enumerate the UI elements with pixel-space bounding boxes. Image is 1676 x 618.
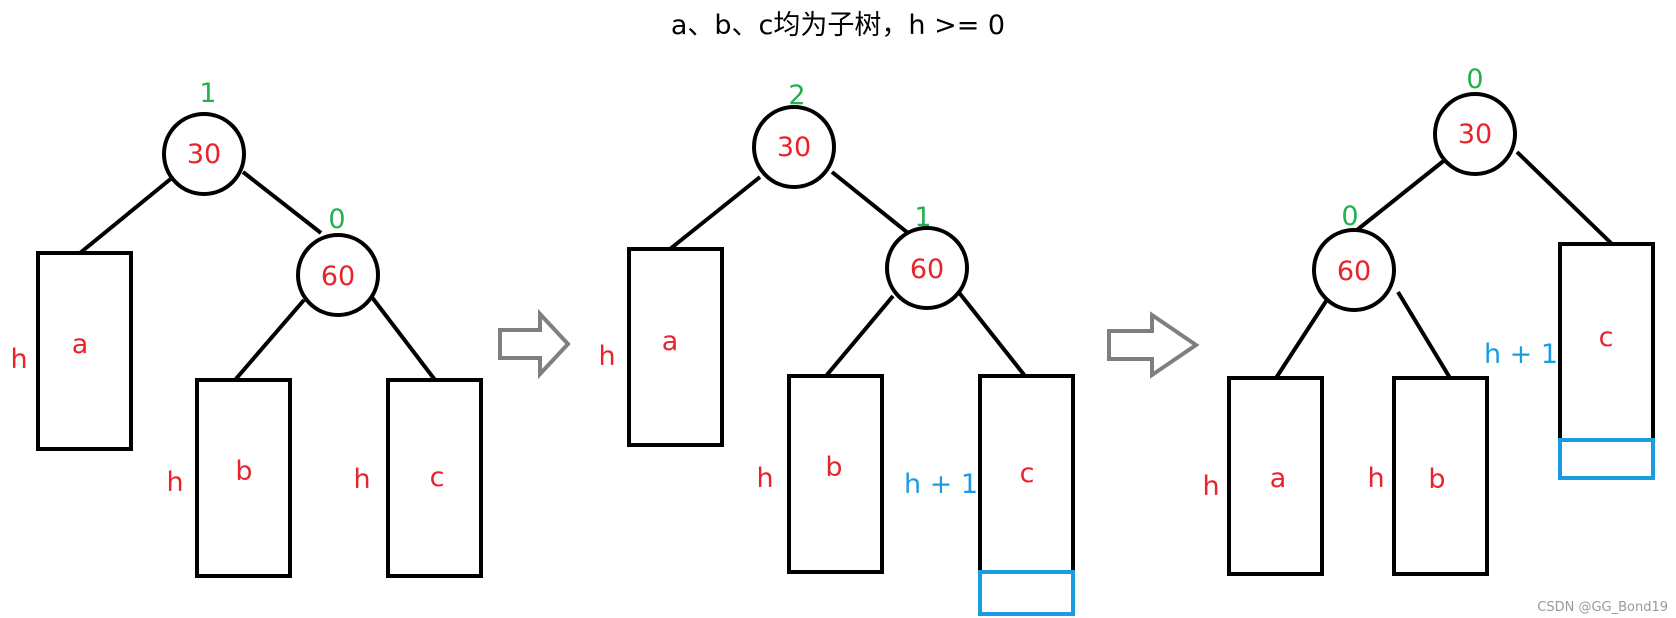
subtree-c-height: h + 1 [904, 469, 978, 500]
step1-tree: 30 60 1 0 a b c h h h [10, 78, 483, 578]
subtree-b-label: b [825, 452, 842, 483]
step2-tree: 30 60 2 1 a b c h h h + 1 [598, 80, 1075, 616]
edge-60-b [233, 298, 306, 382]
subtree-c-height: h + 1 [1484, 339, 1558, 370]
subtree-a-box [36, 251, 133, 451]
node-30 [1433, 92, 1517, 176]
subtree-c-box [386, 378, 483, 578]
subtree-a-label: a [662, 326, 679, 357]
subtree-b-label: b [1428, 464, 1445, 495]
node-30-balance-factor: 0 [1466, 64, 1483, 95]
subtree-c-label: c [1599, 322, 1614, 353]
edge-30-60 [241, 170, 323, 235]
subtree-b-box [1392, 376, 1489, 576]
node-60-balance-factor: 0 [1341, 201, 1358, 232]
node-30-label: 30 [187, 139, 221, 170]
subtree-a-box [1227, 376, 1324, 576]
node-30-balance-factor: 2 [788, 80, 805, 111]
subtree-b-height: h [756, 463, 773, 494]
subtree-b-box [787, 374, 884, 574]
diagram-title: a、b、c均为子树，h >= 0 [671, 10, 1005, 41]
subtree-c-label: c [1020, 458, 1035, 489]
subtree-c-height: h [353, 464, 370, 495]
node-30 [162, 112, 246, 196]
subtree-c-height-increase [1558, 438, 1655, 480]
subtree-c-height-increase [978, 570, 1075, 616]
subtree-a-height: h [10, 344, 27, 375]
subtree-a-label: a [1270, 463, 1287, 494]
subtree-b-height: h [1367, 463, 1384, 494]
subtree-a-box [627, 247, 724, 447]
edge-60-b [824, 294, 895, 378]
node-60-balance-factor: 1 [914, 202, 931, 233]
subtree-a-label: a [72, 329, 89, 360]
node-60-label: 60 [321, 261, 355, 292]
edge-60-a [1274, 290, 1334, 380]
node-60 [885, 226, 969, 310]
edge-30-60 [1355, 157, 1448, 232]
edge-30-a [78, 175, 175, 255]
node-60 [296, 233, 380, 317]
edge-30-a [668, 175, 762, 251]
node-60-label: 60 [1337, 256, 1371, 287]
node-60 [1312, 228, 1396, 312]
edge-30-c [1515, 150, 1614, 246]
transition-arrow-2 [1107, 311, 1200, 379]
node-60-label: 60 [910, 254, 944, 285]
subtree-c-label: c [430, 462, 445, 493]
watermark: CSDN @GG_Bond19 [1537, 600, 1668, 615]
transition-arrow-1 [498, 308, 571, 380]
subtree-b-box [195, 378, 292, 578]
edge-60-c [955, 288, 1027, 378]
subtree-b-label: b [235, 456, 252, 487]
node-30-label: 30 [777, 132, 811, 163]
edge-60-c [366, 290, 437, 382]
node-30-balance-factor: 1 [199, 78, 216, 109]
subtree-b-height: h [166, 467, 183, 498]
step3-tree: 30 60 0 0 a b c h h h + 1 [1202, 64, 1655, 576]
node-30-label: 30 [1458, 119, 1492, 150]
subtree-a-height: h [598, 341, 615, 372]
subtree-a-height: h [1202, 471, 1219, 502]
edge-30-60 [830, 170, 910, 235]
node-60-balance-factor: 0 [328, 204, 345, 235]
edge-60-b [1396, 290, 1452, 380]
node-30 [752, 105, 836, 189]
